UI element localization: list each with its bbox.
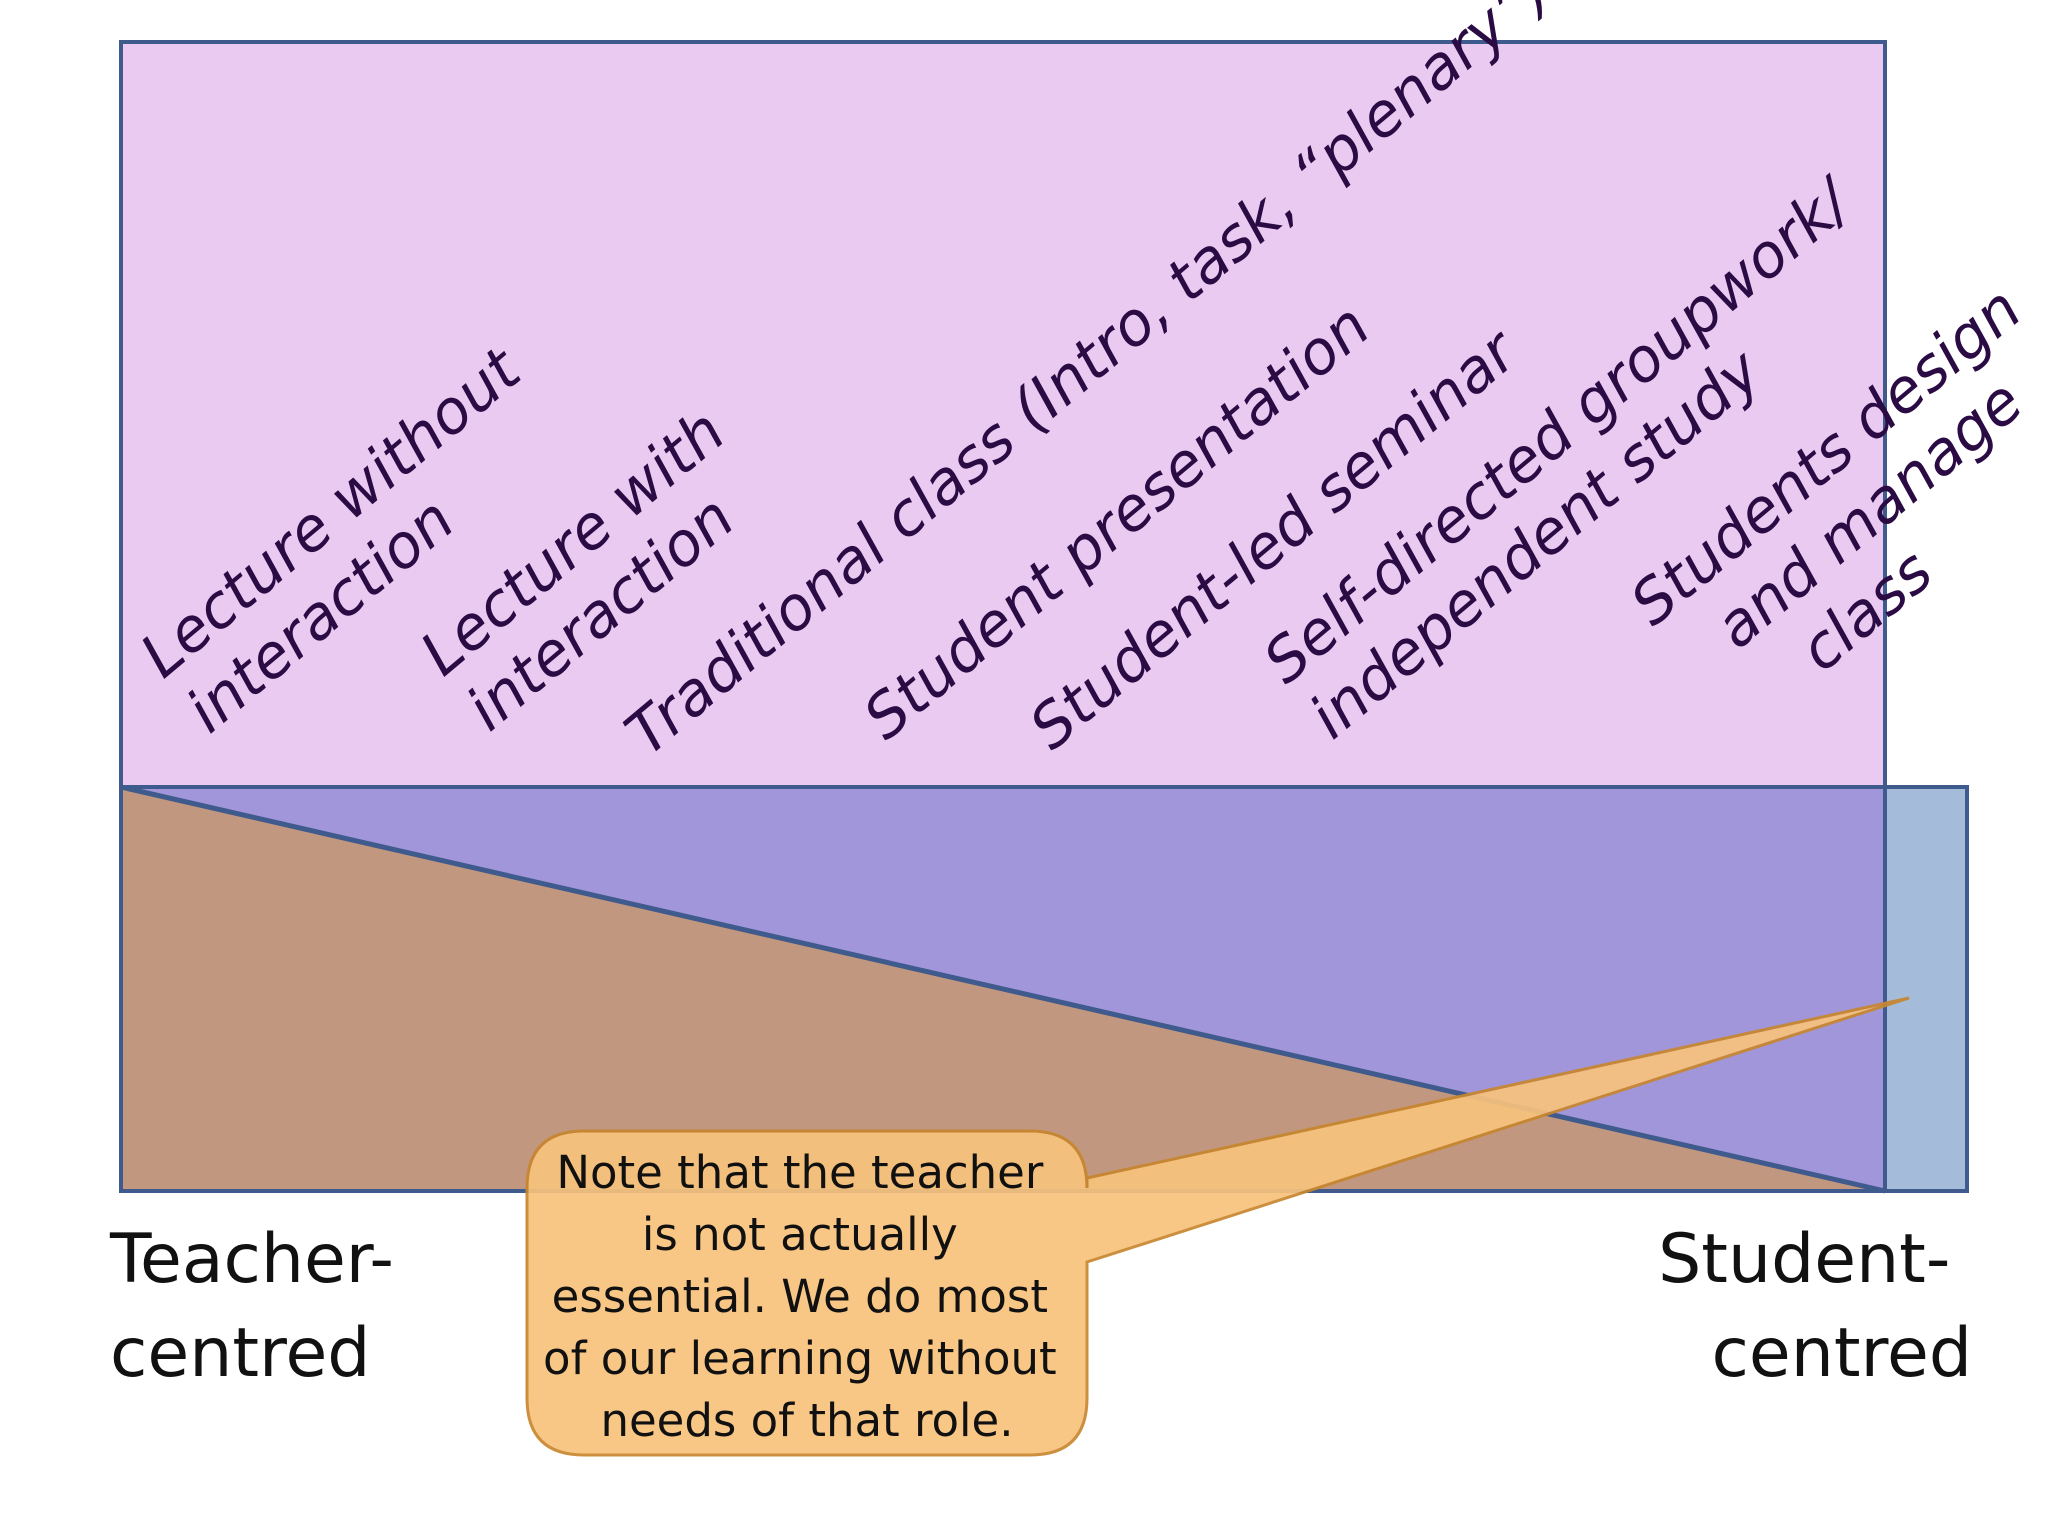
- upper-panel: [119, 40, 1887, 789]
- callout-text: Note that the teacher is not actually es…: [543, 1146, 1071, 1447]
- callout-line: essential. We do most: [552, 1270, 1048, 1323]
- end-label-line: Teacher-: [109, 1220, 394, 1299]
- end-label-line: Student-: [1658, 1220, 1950, 1299]
- diagonal-divider: [120, 784, 1886, 1194]
- callout-note: [525, 996, 1910, 1457]
- callout-bubble: [525, 996, 1910, 1457]
- callout-line: needs of that role.: [600, 1394, 1013, 1447]
- callout-line: of our learning without: [543, 1332, 1057, 1385]
- teacher-centred-label: Teacher- centred: [109, 1220, 416, 1393]
- callout-line: Note that the teacher: [556, 1146, 1044, 1199]
- student-centred-label: Student- centred: [1658, 1220, 1972, 1393]
- extra-band: [1883, 785, 1969, 1193]
- end-label-line: centred: [110, 1314, 370, 1393]
- end-label-line: centred: [1712, 1314, 1972, 1393]
- callout-line: is not actually: [642, 1208, 958, 1261]
